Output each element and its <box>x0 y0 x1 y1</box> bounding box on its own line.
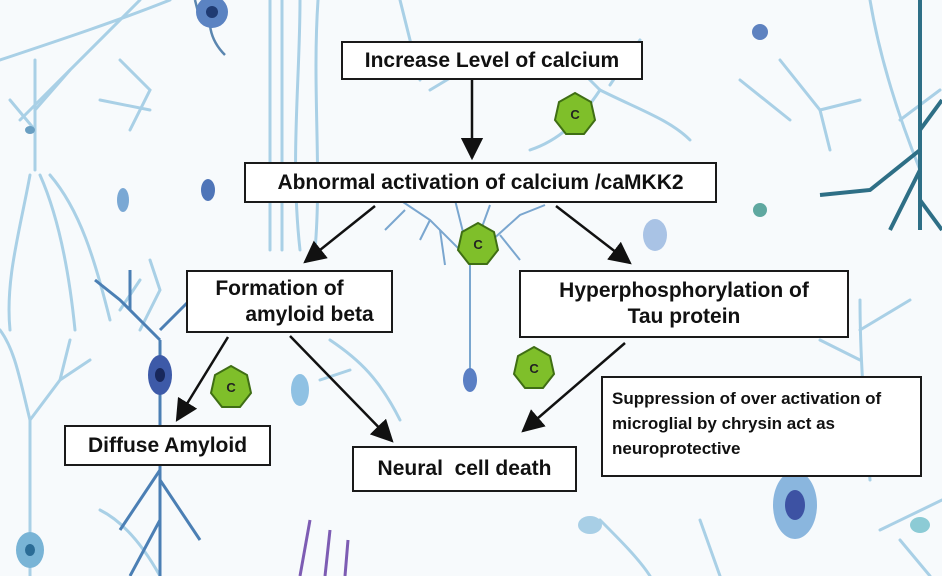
neural-cell-death-label: Neural cell death <box>377 457 552 480</box>
increase-calcium-box: Increase Level of calcium <box>341 41 643 80</box>
tau-line2: Tau protein <box>627 305 741 328</box>
tau-hyperphosphorylation-box: Hyperphosphorylation of Tau protein <box>519 270 849 338</box>
camkk2-activation-label: Abnormal activation of calcium /caMKK2 <box>277 170 684 194</box>
amyloid-beta-formation-box: Formation of amyloid beta <box>186 270 393 333</box>
microglia-suppression-label: Suppression of over activation of microg… <box>612 389 882 458</box>
neural-cell-death-box: Neural cell death <box>352 446 577 492</box>
diffuse-amyloid-box: Diffuse Amyloid <box>64 425 271 466</box>
amyloid-beta-line1: Formation of <box>215 276 344 300</box>
microglia-suppression-box: Suppression of over activation of microg… <box>601 376 922 477</box>
amyloid-beta-line2: amyloid beta <box>245 302 374 326</box>
diffuse-amyloid-label: Diffuse Amyloid <box>87 433 248 457</box>
camkk2-activation-box: Abnormal activation of calcium /caMKK2 <box>244 162 717 203</box>
tau-line1: Hyperphosphorylation of <box>559 279 809 302</box>
increase-calcium-label: Increase Level of calcium <box>364 48 620 72</box>
